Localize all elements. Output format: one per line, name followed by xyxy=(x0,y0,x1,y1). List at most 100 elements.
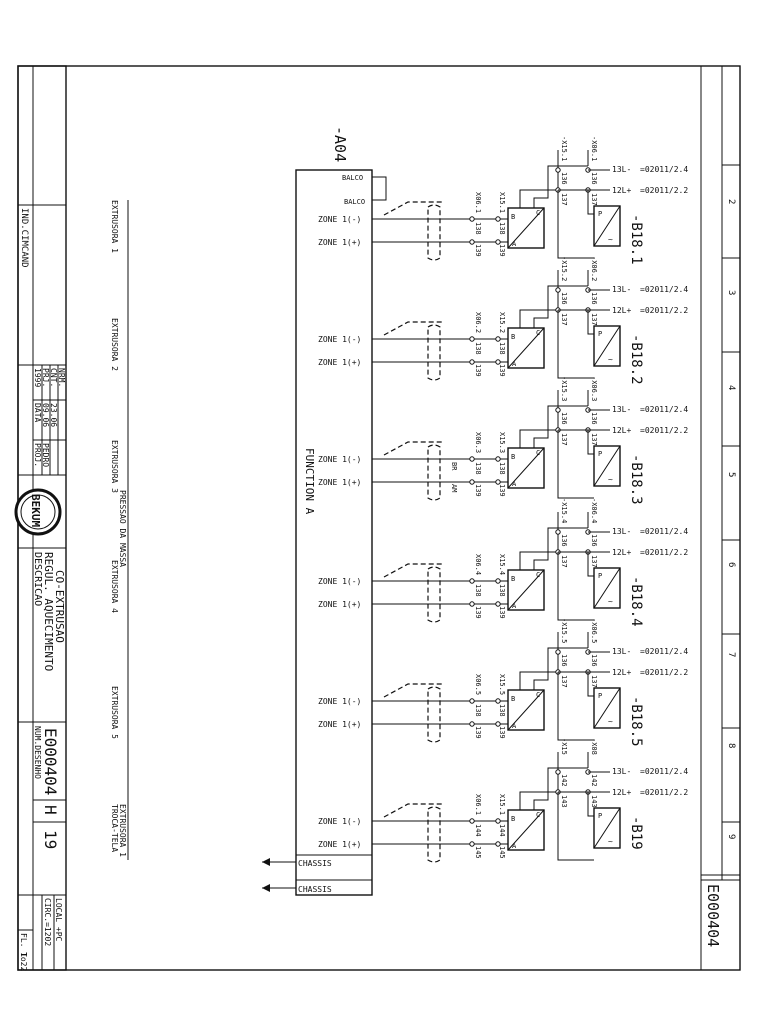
device-label: -B18.3 xyxy=(628,454,644,505)
channel-group: ZONE 1(-) ZONE 1(+) X06.1 X15.1 138 139 138 139… xyxy=(318,136,688,863)
terminal-label: X15.5 xyxy=(498,674,506,695)
pin-label: 144 xyxy=(474,824,482,837)
rail-label: 13L- xyxy=(612,767,631,776)
rail-label: 12L+ xyxy=(612,306,631,315)
rail-label: 13L- xyxy=(612,285,631,294)
terminal-label: X15.2 xyxy=(498,312,506,333)
terminal-label: -X15.2 xyxy=(560,256,568,281)
zone-plus-label: ZONE 1(+) xyxy=(318,238,361,247)
supply-p-mark: P xyxy=(598,450,602,458)
pin-label: 138 xyxy=(474,462,482,475)
zone-plus-label: ZONE 1(+) xyxy=(318,720,361,729)
zone-number: 8 xyxy=(726,743,736,748)
module-name: -A04 xyxy=(331,126,349,162)
pin-label: 137 xyxy=(560,675,568,688)
rail-label: 13L- xyxy=(612,405,631,414)
pin-label: 137 xyxy=(560,193,568,206)
rev-value: H xyxy=(41,805,60,815)
supply-p-mark: P xyxy=(598,572,602,580)
desc-line2: CO-EXTRUSAO xyxy=(53,570,66,643)
supply-ac-mark: ~ xyxy=(608,837,613,846)
terminal-b-mark: B xyxy=(511,575,515,583)
reference-label: =02011/2.4 xyxy=(640,767,688,776)
terminal-a-mark: A xyxy=(512,480,517,488)
section-label: EXTRUSORA 1 xyxy=(118,804,127,857)
terminal-label: X06.3 xyxy=(474,432,482,453)
device-label: -B18.2 xyxy=(628,334,644,385)
pin-label: 137 xyxy=(560,313,568,326)
terminal-label: X15.4 xyxy=(498,554,506,575)
ind-label: IND.CIMCAND xyxy=(19,208,29,268)
pin-label: 145 xyxy=(498,846,506,859)
bekum-logo: BEKUM xyxy=(14,488,62,536)
terminal-label: X06.1 xyxy=(474,192,482,213)
rail-label: 12L+ xyxy=(612,426,631,435)
device-label: -B18.1 xyxy=(628,214,644,265)
terminal-label: -X06.3 xyxy=(590,376,598,401)
zone-minus-label: ZONE 1(-) xyxy=(318,817,361,826)
terminal-label: -X15.5 xyxy=(560,618,568,643)
pin-label: 139 xyxy=(474,364,482,377)
pin-label: 144 xyxy=(498,824,506,837)
pin-label: 139 xyxy=(498,484,506,497)
balco-top: BALCO xyxy=(342,174,363,182)
zone-number: 6 xyxy=(726,562,736,567)
pin-label: 139 xyxy=(474,244,482,257)
reference-label: =02011/2.2 xyxy=(640,788,688,797)
prj-name: PEDRO xyxy=(41,443,50,467)
supply-p-mark: P xyxy=(598,210,602,218)
terminal-b-mark: B xyxy=(511,453,515,461)
pin-label: 143 xyxy=(560,795,568,808)
pin-label: 138 xyxy=(474,342,482,355)
section-label: EXTRUSORA 3 xyxy=(110,440,119,493)
supply-ac-mark: ~ xyxy=(608,597,613,606)
year: 1999 xyxy=(33,368,42,387)
section-label: EXTRUSORA 5 xyxy=(110,686,119,739)
terminal-a-mark: A xyxy=(512,842,517,850)
terminal-c-mark: C xyxy=(536,811,540,819)
section-label: EXTRUSORA 4 xyxy=(110,560,119,613)
device-label: -B18.5 xyxy=(628,696,644,747)
terminal-label: X15.3 xyxy=(498,432,506,453)
num-label: NUM.DESENHO xyxy=(33,726,42,779)
logo-text: BEKUM xyxy=(29,494,42,527)
local-label: LOCAL +PC xyxy=(54,898,63,942)
supply-p-mark: P xyxy=(598,330,602,338)
pin-label: 139 xyxy=(474,484,482,497)
pin-label: 142 xyxy=(560,774,568,787)
device-label: -B19 xyxy=(628,816,644,850)
pin-label: 137 xyxy=(590,193,598,206)
terminal-label: -X15.3 xyxy=(560,376,568,401)
supply-p-mark: P xyxy=(598,812,602,820)
pin-label: 136 xyxy=(590,534,598,547)
pin-label: 136 xyxy=(560,172,568,185)
pin-label: 137 xyxy=(560,555,568,568)
title-block: IND.CIMCAND 1999 DATA PROJ. PRJ. 09.06 P… xyxy=(14,65,67,971)
desc-label: DESCRICAO xyxy=(32,552,43,606)
rail-label: 13L- xyxy=(612,527,631,536)
zone-minus-label: ZONE 1(-) xyxy=(318,335,361,344)
terminal-a-mark: A xyxy=(512,602,517,610)
proj-label: PROJ. xyxy=(33,443,42,467)
terminal-label: -X15.1 xyxy=(560,136,568,161)
reference-label: =02011/2.4 xyxy=(640,165,688,174)
zone-number: 3 xyxy=(726,290,736,295)
reference-label: =02011/2.4 xyxy=(640,647,688,656)
terminal-b-mark: B xyxy=(511,695,515,703)
pin-label: 136 xyxy=(590,654,598,667)
pin-label: 137 xyxy=(590,675,598,688)
terminal-label: X15.1 xyxy=(498,192,506,213)
circ-label: CIRC.=1202 xyxy=(43,898,52,946)
pin-label: 136 xyxy=(590,412,598,425)
terminal-b-mark: B xyxy=(511,815,515,823)
terminal-label: -X06.2 xyxy=(590,256,598,281)
pin-label: 136 xyxy=(560,534,568,547)
chassis-label: CHASSIS xyxy=(298,859,332,868)
terminal-label: -X06.5 xyxy=(590,618,598,643)
terminal-label: -X08 xyxy=(590,738,598,755)
rail-label: 12L+ xyxy=(612,548,631,557)
section-label: TROCA-TELA xyxy=(110,804,119,852)
pin-label: 138 xyxy=(498,704,506,717)
